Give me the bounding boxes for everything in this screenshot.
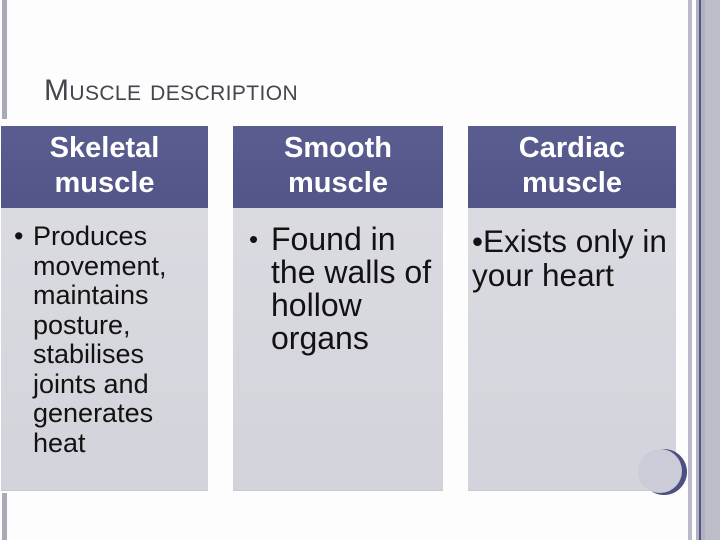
- bullet-item: •Exists only in your heart: [468, 208, 676, 292]
- decorative-circle-light: [638, 449, 682, 493]
- right-border-stripe-inner: [696, 0, 699, 540]
- left-border-stripe-bottom: [2, 493, 7, 540]
- column-smooth-muscle: Smooth muscle • Found in the walls of ho…: [233, 126, 443, 491]
- bullet-text: Produces movement, maintains posture, st…: [33, 221, 167, 458]
- column-header-smooth: Smooth muscle: [233, 126, 443, 208]
- right-border-stripe-outer: [688, 0, 692, 540]
- slide-title: Muscle description: [44, 74, 299, 107]
- bullet-text: Found in the walls of hollow organs: [271, 221, 432, 356]
- right-border-field: [705, 0, 720, 540]
- column-skeletal-muscle: Skeletal muscle • Produces movement, mai…: [1, 126, 208, 491]
- column-body-smooth: • Found in the walls of hollow organs: [233, 208, 443, 491]
- bullet-marker: •: [14, 221, 24, 251]
- right-border-accent-line: [699, 0, 701, 540]
- bullet-item: • Produces movement, maintains posture, …: [1, 208, 208, 458]
- right-border-stripe-mid: [701, 0, 705, 540]
- bullet-item: • Found in the walls of hollow organs: [233, 208, 443, 355]
- column-body-cardiac: •Exists only in your heart: [468, 208, 676, 491]
- bullet-marker: •: [249, 224, 259, 254]
- bullet-marker: •: [472, 223, 484, 259]
- column-header-skeletal: Skeletal muscle: [1, 126, 208, 208]
- column-header-cardiac: Cardiac muscle: [468, 126, 676, 208]
- bullet-text: Exists only in your heart: [472, 223, 667, 293]
- left-border-stripe-top: [2, 0, 7, 119]
- column-body-skeletal: • Produces movement, maintains posture, …: [1, 208, 208, 491]
- column-cardiac-muscle: Cardiac muscle •Exists only in your hear…: [468, 126, 676, 491]
